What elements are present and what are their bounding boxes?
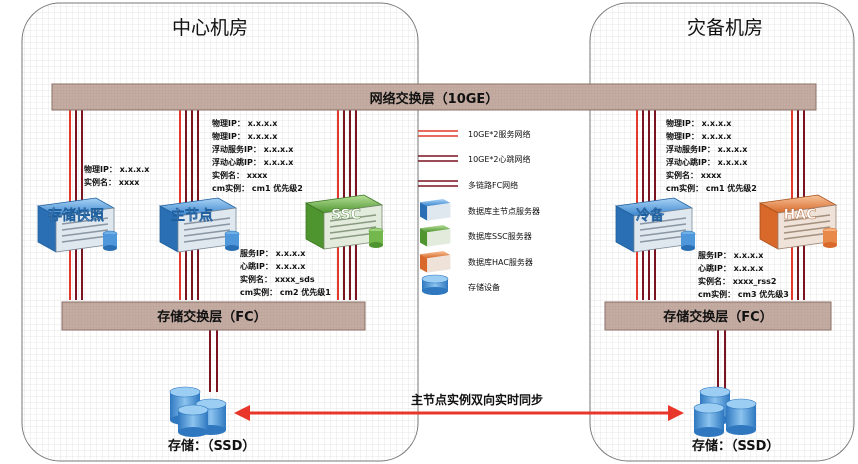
legend-label: 数据库主节点服务器 [468, 206, 540, 216]
server-cold-label: 冷备 [636, 207, 665, 224]
info-ssc-line: 服务IP： x.x.x.x [240, 248, 306, 258]
sync-arrow [234, 405, 684, 421]
server-snapshot-label: 存储快照 [48, 207, 104, 224]
legend-label: 数据库SSC服务器 [468, 231, 532, 241]
dr-room-title: 灾备机房 [687, 17, 763, 39]
storage-center-label: 存储：（SSD） [168, 438, 255, 454]
info-master-line: 物理IP： x.x.x.x [212, 131, 278, 141]
info-ssc-line: 心跳IP： x.x.x.x [240, 261, 306, 271]
info-hac-line: 服务IP： x.x.x.x [698, 250, 764, 260]
info-ssc: 服务IP： x.x.x.x 心跳IP： x.x.x.x 实例名： xxxx_sd… [240, 248, 331, 297]
info-ssc-line: 实例名： xxxx_sds [240, 274, 315, 284]
info-snapshot: 物理IP： x.x.x.x 实例名： xxxx [84, 164, 150, 187]
server-rack-icon [36, 197, 118, 253]
info-cold-line: 物理IP： x.x.x.x [666, 131, 732, 141]
legend-label: 多链路FC网络 [468, 180, 518, 190]
legend: 10GE*2服务网络 10GE*2心跳网络 多链路FC网络 数据库主节点服务器 [418, 129, 540, 295]
sync-label: 主节点实例双向实时同步 [411, 392, 543, 407]
storage-cylinder-icon [693, 386, 757, 437]
storage-center: 存储：（SSD） [168, 386, 255, 454]
server-hac: HAC [758, 194, 838, 250]
legend-label: 存储设备 [468, 282, 500, 292]
storage-dr: 存储：（SSD） [692, 386, 779, 454]
center-storage-switch-label: 存储交换层（FC） [157, 309, 266, 325]
info-hac: 服务IP： x.x.x.x 心跳IP： x.x.x.x 实例名： xxxx_rs… [698, 250, 789, 299]
server-ssc: SSC [304, 194, 384, 250]
legend-item-master-server: 数据库主节点服务器 [420, 199, 540, 221]
storage-cylinder-icon [169, 386, 227, 437]
info-cold-line: cm实例： cm1 优先级2 [666, 183, 757, 193]
storage-dr-label: 存储：（SSD） [692, 438, 779, 454]
info-snapshot-line: 物理IP： x.x.x.x [84, 164, 150, 174]
info-master-line: cm实例： cm1 优先级2 [212, 183, 303, 193]
network-switch-label: 网络交换层（10GE） [370, 91, 499, 107]
info-master-line: 物理IP： x.x.x.x [212, 118, 278, 128]
storage-cylinder-icon [421, 274, 449, 295]
legend-item-service-net: 10GE*2服务网络 [418, 129, 531, 139]
info-master-line: 浮动心跳IP： x.x.x.x [212, 157, 294, 167]
legend-item-ssc-server: 数据库SSC服务器 [420, 225, 532, 247]
server-cold: 冷备 [614, 197, 696, 253]
server-rack-icon [758, 194, 838, 250]
server-ssc-label: SSC [331, 207, 361, 223]
server-hac-label: HAC [784, 207, 817, 223]
info-master: 物理IP： x.x.x.x 物理IP： x.x.x.x 浮动服务IP： x.x.… [212, 118, 303, 193]
legend-item-hac-server: 数据库HAC服务器 [420, 251, 533, 273]
info-cold-line: 浮动服务IP： x.x.x.x [666, 144, 748, 154]
server-rack-icon [614, 197, 696, 253]
info-hac-line: 心跳IP： x.x.x.x [698, 263, 764, 273]
server-master-label: 主节点 [171, 207, 213, 224]
legend-item-heartbeat-net: 10GE*2心跳网络 [418, 154, 531, 164]
legend-label: 10GE*2服务网络 [468, 129, 531, 139]
info-cold-line: 浮动心跳IP： x.x.x.x [666, 157, 748, 167]
legend-label: 10GE*2心跳网络 [468, 154, 531, 164]
dr-storage-switch-label: 存储交换层（FC） [663, 309, 772, 325]
legend-item-fc-net: 多链路FC网络 [418, 180, 518, 190]
info-cold-line: 实例名： xxxx [666, 170, 722, 180]
info-hac-line: cm实例： cm3 优先级3 [698, 289, 789, 299]
info-hac-line: 实例名： xxxx_rss2 [698, 276, 776, 286]
server-rack-icon [420, 225, 451, 247]
info-cold-line: 物理IP： x.x.x.x [666, 118, 732, 128]
center-room-title: 中心机房 [172, 17, 248, 39]
info-master-line: 浮动服务IP： x.x.x.x [212, 144, 294, 154]
info-snapshot-line: 实例名： xxxx [84, 177, 140, 187]
server-master: 主节点 [158, 197, 240, 253]
legend-label: 数据库HAC服务器 [468, 257, 533, 267]
info-master-line: 实例名： xxxx [212, 170, 268, 180]
server-rack-icon [158, 197, 240, 253]
server-rack-icon [420, 199, 451, 221]
info-cold: 物理IP： x.x.x.x 物理IP： x.x.x.x 浮动服务IP： x.x.… [666, 118, 757, 193]
info-ssc-line: cm实例： cm2 优先级1 [240, 287, 331, 297]
server-rack-icon [420, 251, 451, 273]
legend-item-storage-device: 存储设备 [421, 274, 500, 295]
fc-storage-links [209, 330, 726, 392]
server-snapshot: 存储快照 [36, 197, 118, 253]
server-rack-icon [304, 194, 384, 250]
